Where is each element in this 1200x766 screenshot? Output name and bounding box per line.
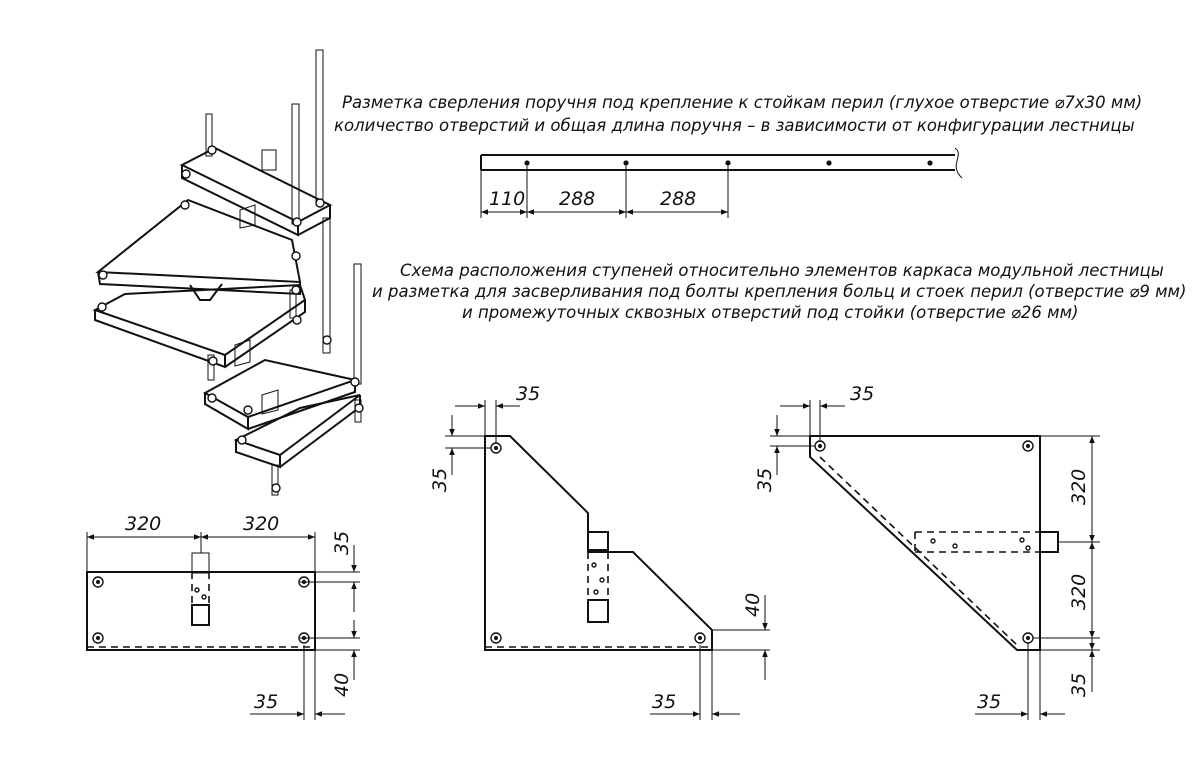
handrail-dim-288-b: 288 — [660, 188, 696, 210]
triangle-dim-320-upper: 320 — [1068, 469, 1090, 505]
triangle-dim-35-left: 35 — [754, 468, 776, 492]
handrail-drawing: 110 288 288 — [480, 147, 963, 218]
winder-dim-35-bottom: 35 — [652, 691, 676, 713]
rect-dim-35-bottom: 35 — [254, 691, 278, 713]
scheme-note-line3: и промежуточных сквозных отверстий под с… — [462, 303, 1079, 322]
rectangular-step-drawing: 320 320 35 40 35 — [86, 513, 360, 720]
triangle-dim-35-top: 35 — [850, 383, 874, 405]
triangular-step-drawing: 35 35 320 320 35 35 — [754, 383, 1100, 720]
handrail-note-line2: количество отверстий и общая длина поруч… — [334, 116, 1135, 135]
handrail-dim-110: 110 — [489, 188, 525, 210]
winder-dim-40: 40 — [742, 593, 764, 617]
scheme-note-line1: Схема расположения ступеней относительно… — [400, 261, 1164, 280]
handrail-note-line1: Разметка сверления поручня под крепление… — [342, 93, 1142, 112]
triangle-dim-35-right: 35 — [1068, 673, 1090, 697]
triangle-dim-320-lower: 320 — [1068, 574, 1090, 610]
handrail-dim-288-a: 288 — [559, 188, 595, 210]
staircase-isometric-view — [92, 49, 364, 496]
winder-dim-35-top: 35 — [516, 383, 540, 405]
rect-dim-320-right: 320 — [243, 513, 279, 535]
scheme-note-line2: и разметка для засверливания под болты к… — [372, 282, 1186, 301]
winder-dim-35-left: 35 — [429, 468, 451, 492]
triangle-dim-35-bottom: 35 — [977, 691, 1001, 713]
rect-dim-35-top: 35 — [331, 531, 353, 555]
rect-dim-320-left: 320 — [125, 513, 161, 535]
winder-step-drawing: 35 35 40 35 — [429, 383, 770, 720]
rect-dim-40: 40 — [331, 673, 353, 697]
